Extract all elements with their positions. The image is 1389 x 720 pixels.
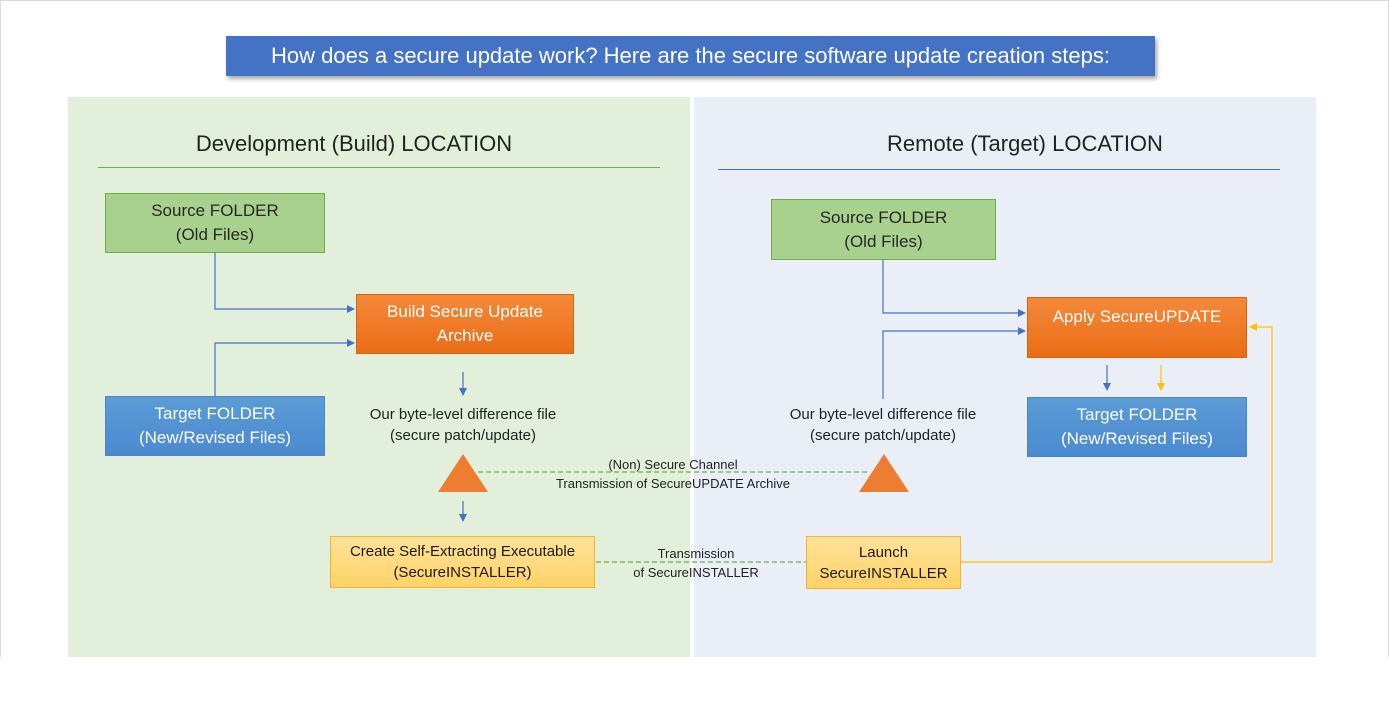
secure-channel-line1: (Non) Secure Channel — [608, 457, 738, 472]
secure-channel-label: (Non) Secure Channel Transmission of Sec… — [520, 455, 826, 493]
launch-installer-label: Launch — [858, 543, 909, 561]
remote-diff-caption-line1: Our byte-level difference file — [789, 406, 977, 423]
remote-source-folder-box: Source FOLDER (Old Files) — [771, 199, 996, 260]
launch-installer-box: Launch SecureINSTALLER — [806, 536, 961, 589]
dev-source-folder-label: Source FOLDER — [151, 201, 279, 220]
remote-diff-caption: Our byte-level difference file (secure p… — [753, 404, 1013, 446]
arrow-remote-diff-to-apply — [882, 327, 1026, 399]
remote-heading-rule — [718, 169, 1280, 170]
build-archive-label: Build Secure Update — [387, 302, 543, 321]
remote-source-folder-sub: (Old Files) — [844, 231, 923, 251]
create-installer-box: Create Self-Extracting Executable (Secur… — [330, 536, 595, 588]
create-installer-sub: (SecureINSTALLER) — [393, 564, 532, 581]
dev-target-folder-sub: (New/Revised Files) — [138, 428, 292, 447]
dev-diff-caption-line1: Our byte-level difference file — [369, 406, 557, 423]
launch-installer-sub: SecureINSTALLER — [819, 564, 948, 582]
installer-transmission-label: Transmission of SecureINSTALLER — [610, 544, 782, 582]
arrow-remote-source-to-apply — [882, 260, 1026, 317]
development-heading-rule — [98, 167, 660, 168]
arrow-launch-to-apply — [961, 323, 1273, 563]
apply-update-box: Apply SecureUPDATE — [1027, 297, 1247, 358]
remote-diff-caption-line2: (secure patch/update) — [810, 427, 956, 444]
dev-source-folder-sub: (Old Files) — [175, 225, 255, 244]
installer-transmission-line1: Transmission — [657, 546, 735, 561]
dev-source-folder-box: Source FOLDER (Old Files) — [105, 193, 325, 253]
dev-target-folder-box: Target FOLDER (New/Revised Files) — [105, 396, 325, 456]
apply-update-label: Apply SecureUPDATE — [1052, 307, 1222, 326]
remote-source-folder-label: Source FOLDER — [819, 207, 948, 227]
remote-location-panel — [694, 97, 1316, 657]
remote-target-folder-sub: (New/Revised Files) — [1060, 429, 1214, 448]
build-archive-box: Build Secure Update Archive — [356, 294, 574, 354]
dev-diff-caption: Our byte-level difference file (secure p… — [333, 404, 593, 446]
build-archive-sub: Archive — [436, 326, 494, 345]
remote-target-folder-box: Target FOLDER (New/Revised Files) — [1027, 397, 1247, 457]
development-location-heading: Development (Build) LOCATION — [195, 131, 513, 156]
arrow-target-to-build — [214, 339, 355, 396]
remote-target-folder-label: Target FOLDER — [1076, 405, 1198, 424]
installer-transmission-line2: of SecureINSTALLER — [633, 565, 759, 580]
arrow-source-to-build — [214, 253, 355, 313]
dev-target-folder-label: Target FOLDER — [154, 404, 276, 423]
dev-diff-caption-line2: (secure patch/update) — [390, 427, 536, 444]
page-title: How does a secure update work? Here are … — [226, 36, 1155, 76]
left-patch-triangle — [438, 454, 488, 492]
create-installer-label: Create Self-Extracting Executable — [349, 543, 576, 560]
secure-channel-line2: Transmission of SecureUPDATE Archive — [555, 476, 791, 491]
remote-location-heading: Remote (Target) LOCATION — [887, 131, 1163, 156]
right-patch-triangle — [859, 454, 909, 492]
